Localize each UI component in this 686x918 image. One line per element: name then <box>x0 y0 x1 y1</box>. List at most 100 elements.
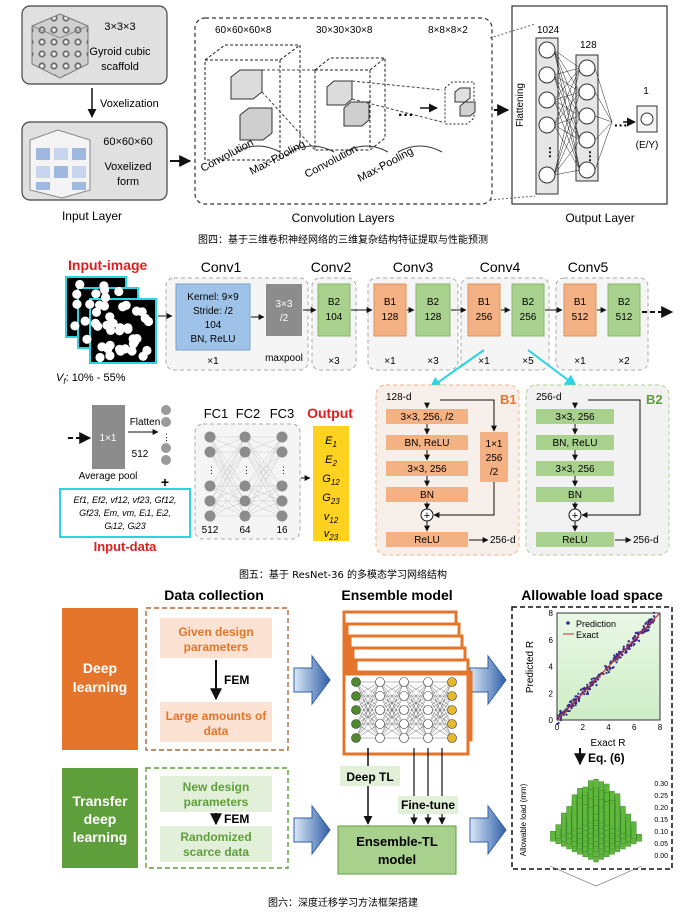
b2-relu: ReLU <box>562 535 588 546</box>
prediction-point <box>565 713 568 716</box>
svg-text:B1: B1 <box>478 297 491 308</box>
y-tick: 2 <box>549 689 554 698</box>
conv4-mult-b2: ×5 <box>522 356 534 367</box>
fc-edge <box>553 74 581 141</box>
eq-label: Eq. (6) <box>588 751 625 765</box>
tl-to-ensemble-arrow <box>293 804 331 856</box>
fc-edge <box>244 451 283 517</box>
prediction-point <box>642 625 645 628</box>
fc-edge <box>553 169 581 176</box>
deep-learning-block <box>62 608 138 750</box>
z-tick: 0.25 <box>654 793 668 800</box>
large-data-box <box>160 702 272 742</box>
vf-label: Vf: 10% - 55% <box>56 372 126 386</box>
prediction-point <box>637 639 641 643</box>
fiber <box>103 344 113 354</box>
flattening-label: Flattening <box>515 83 526 127</box>
given-params-l1: Given design <box>178 625 253 639</box>
neuron-128 <box>578 59 596 77</box>
maxpool-kernel: 3×3 <box>276 299 293 310</box>
prediction-point <box>597 678 600 681</box>
fc-neuron <box>204 480 216 492</box>
prediction-point <box>634 631 637 634</box>
convolution-label-2: Convolution <box>303 143 360 181</box>
fiber <box>95 300 105 310</box>
b2-out-dim: 256-d <box>633 535 659 546</box>
fc-edge <box>553 67 581 76</box>
flatten-guide-2 <box>489 195 536 201</box>
prediction-point <box>559 709 562 712</box>
load-bar <box>550 831 556 842</box>
fc-edge <box>553 91 581 176</box>
prediction-point <box>652 615 656 618</box>
scaffold-label-2: scaffold <box>101 61 139 73</box>
vdots-1: ⋮ <box>544 145 556 159</box>
load-bar <box>598 807 605 824</box>
fc3-size: 16 <box>276 525 288 536</box>
ensemble-edge <box>379 695 405 739</box>
exact-line <box>556 612 661 721</box>
fiber <box>106 325 116 335</box>
prediction-point <box>586 690 589 694</box>
conv2-mult: ×3 <box>328 356 340 367</box>
fc-edge <box>553 139 581 176</box>
prediction-point <box>622 645 625 648</box>
parity-ylabel: Predicted R <box>525 641 536 693</box>
transfer-learning-block <box>62 768 138 868</box>
ensemble-edge <box>403 681 429 739</box>
conv3-mult-b2: ×3 <box>427 356 439 367</box>
fc-neuron <box>239 510 251 522</box>
prediction-point <box>574 695 577 698</box>
load-bar <box>571 794 578 831</box>
fiber <box>100 285 110 295</box>
prediction-point <box>556 722 559 726</box>
feature-cube-1 <box>204 44 301 161</box>
load-bar <box>604 801 610 826</box>
neuron-1024 <box>538 166 556 184</box>
input-layer-label: Input Layer <box>62 209 122 223</box>
prediction-point <box>595 684 598 687</box>
fc-edge <box>209 436 246 502</box>
prediction-point <box>612 657 615 660</box>
b2-l3: 3×3, 256 <box>555 464 595 475</box>
ensemble-edge <box>427 681 453 739</box>
fiber <box>127 346 137 356</box>
random-data-l2: scarce data <box>183 845 249 859</box>
fc-edge <box>553 49 581 141</box>
fc-neuron <box>276 495 288 507</box>
ensemble-edge <box>427 709 453 739</box>
prediction-point <box>611 666 614 670</box>
ensemble-model-title: Ensemble model <box>341 587 452 603</box>
prediction-point <box>633 635 636 639</box>
block-conv3-b2: B2 128 <box>415 283 451 337</box>
prediction-point <box>574 704 577 707</box>
prediction-point <box>625 651 628 654</box>
fiber <box>90 318 100 328</box>
conv3-title: Conv3 <box>393 259 434 275</box>
x-tick: 8 <box>658 723 663 732</box>
maxpool-label: maxpool <box>265 353 303 364</box>
b2-sum-node <box>568 508 582 522</box>
ensemble-edge <box>379 681 405 711</box>
neuron-1024 <box>538 66 556 84</box>
fiber <box>115 323 125 333</box>
ensemble-neuron <box>447 719 457 729</box>
ensemble-neuron <box>399 719 409 729</box>
b1-relu: ReLU <box>414 535 440 546</box>
ensemble-neuron <box>447 733 457 743</box>
voxel-label-2: form <box>117 176 139 188</box>
b2-detail-label: B2 <box>646 392 663 407</box>
ensemble-neuron <box>351 719 361 729</box>
prediction-point <box>586 683 589 686</box>
output-box <box>313 426 349 541</box>
prediction-point <box>572 698 575 701</box>
ensemble-edge <box>427 695 453 739</box>
fc-neuron <box>239 480 251 492</box>
fc-edge-out <box>594 121 613 171</box>
feature-cube-2 <box>314 57 386 151</box>
voxelization-label: Voxelization <box>100 98 159 110</box>
large-data-l1: Large amounts of <box>166 709 268 723</box>
b1-layer-boxes <box>386 409 508 547</box>
ensemble-neuron <box>447 705 457 715</box>
